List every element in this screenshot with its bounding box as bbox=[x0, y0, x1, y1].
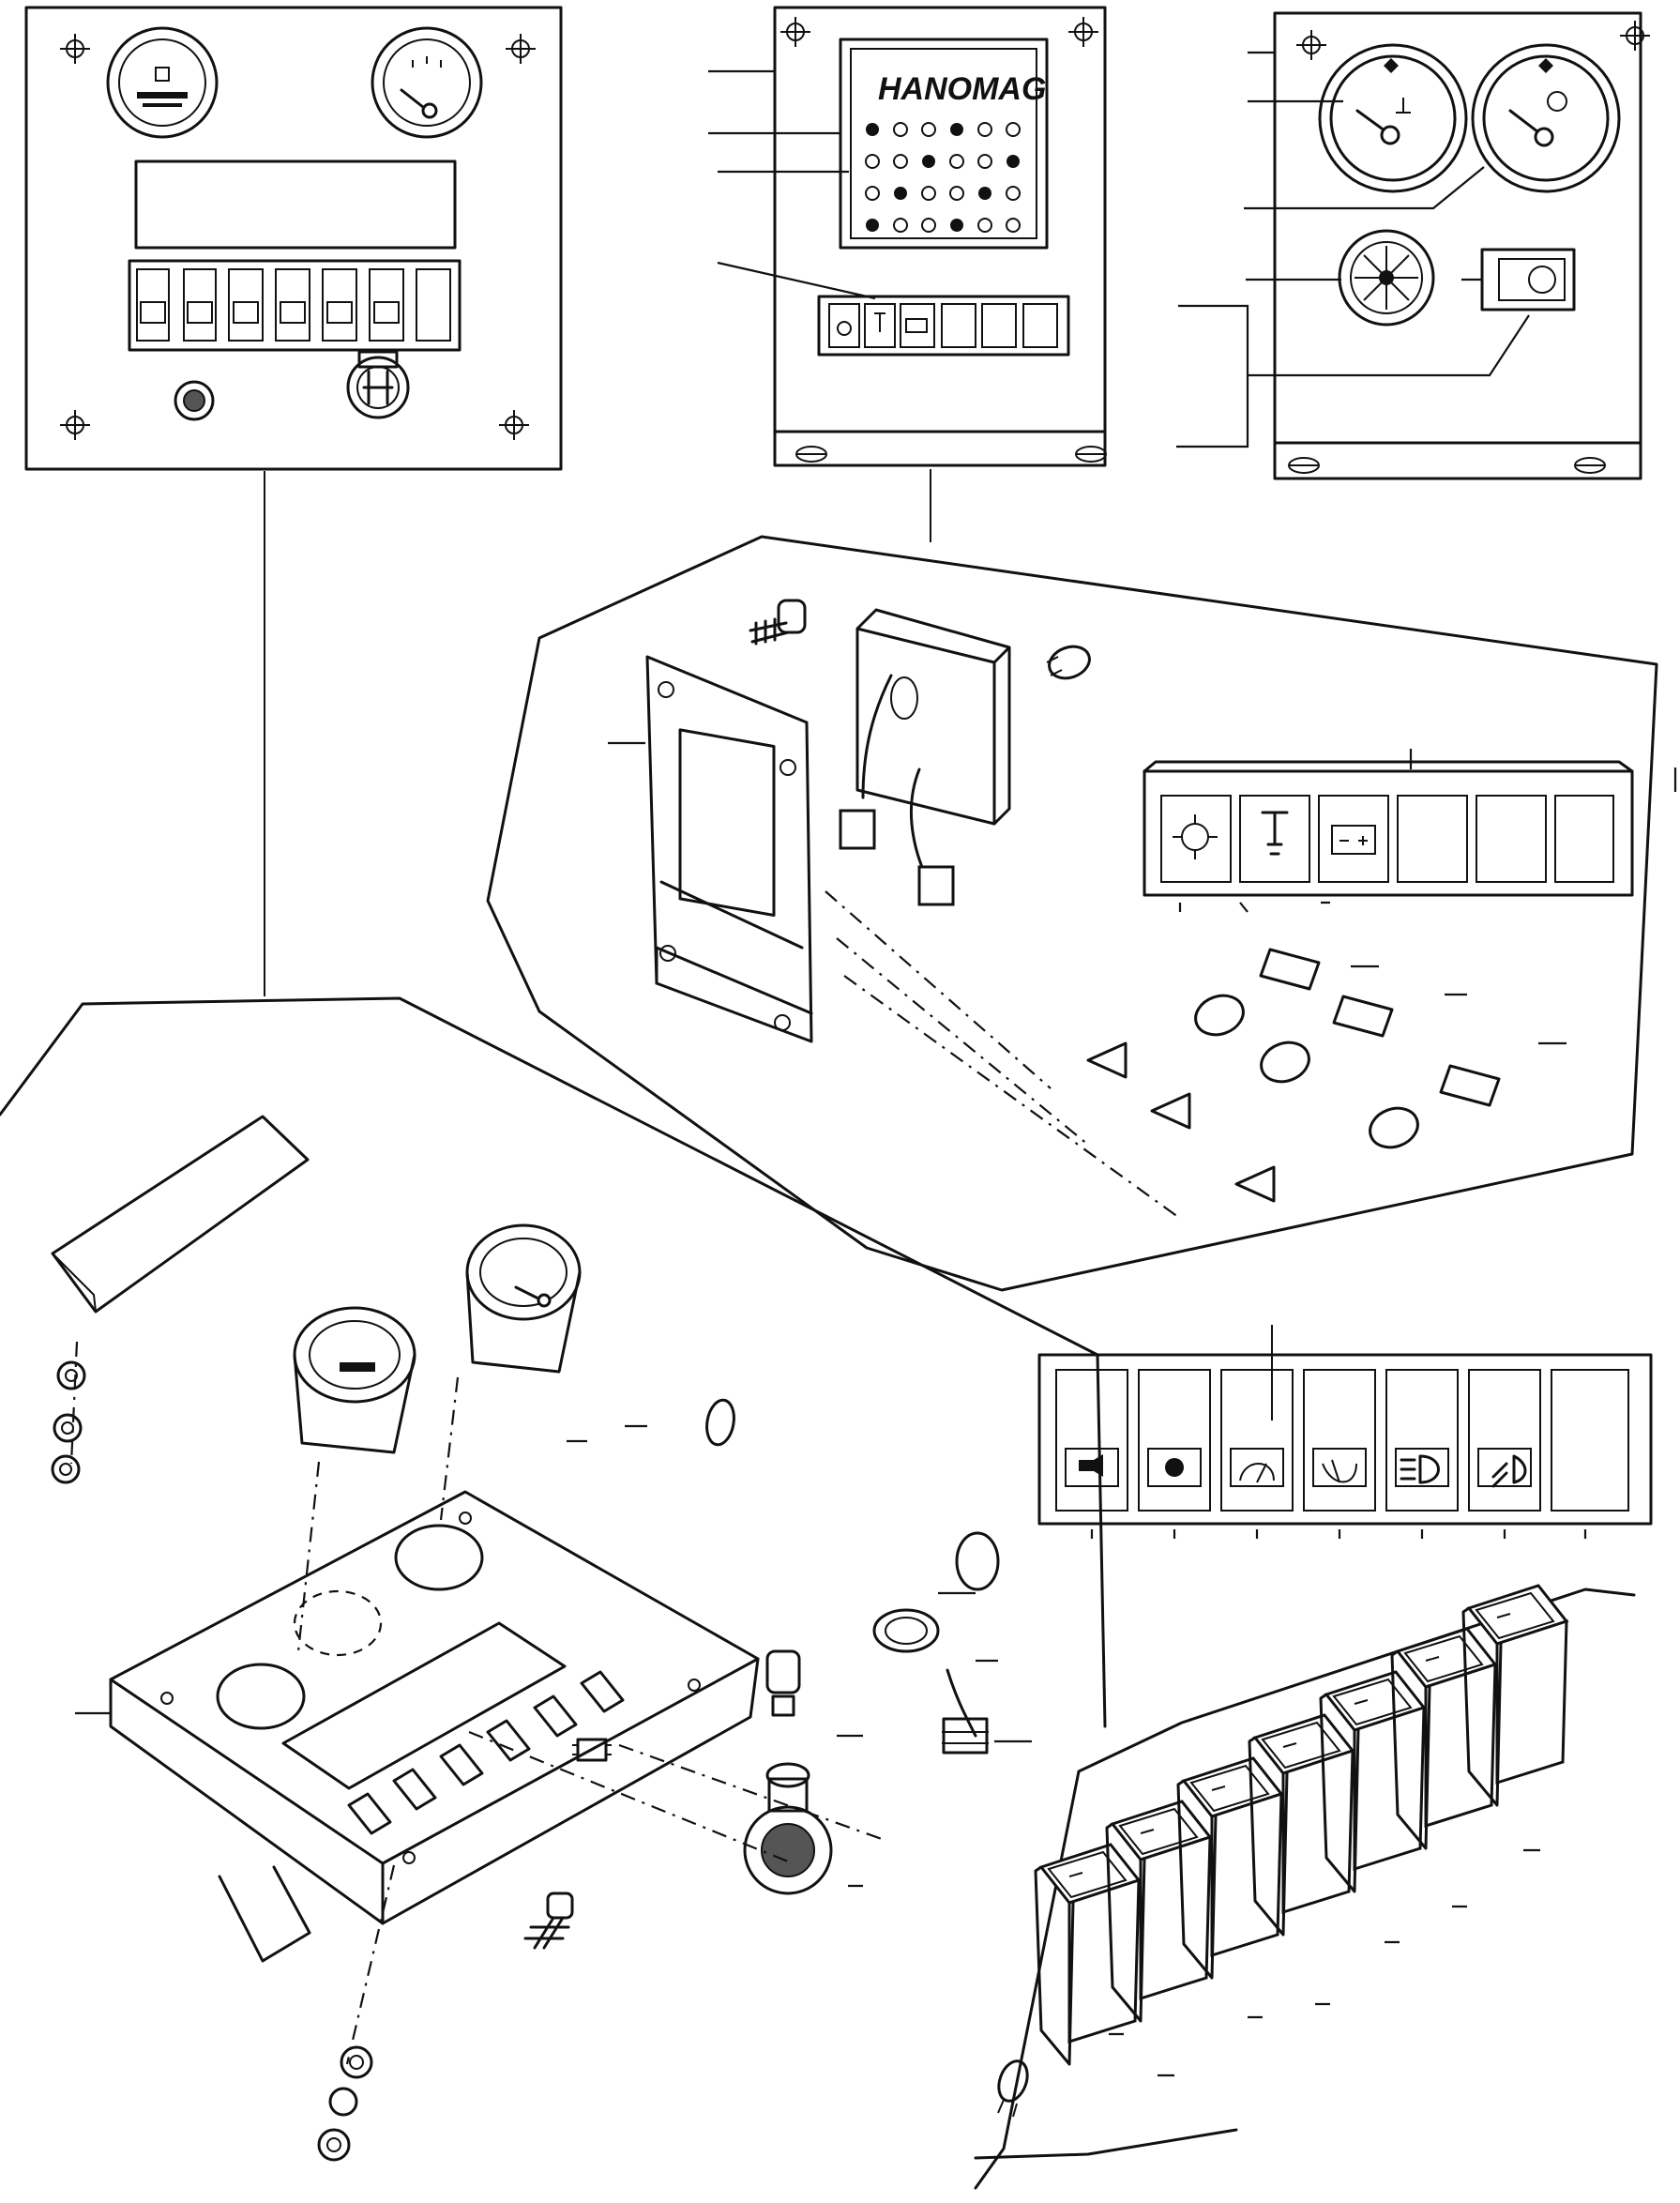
indicator-symbol-icon bbox=[894, 187, 907, 200]
screw-icon bbox=[750, 600, 805, 644]
indicator-symbol-icon bbox=[922, 155, 935, 168]
hour-meter-icon bbox=[295, 1308, 415, 1452]
glow-plug-icon bbox=[175, 382, 213, 419]
parking-light-icon bbox=[1482, 250, 1574, 310]
switch-row bbox=[819, 296, 1068, 355]
mount-hole-icon bbox=[60, 34, 536, 440]
indicator-symbol-icon bbox=[1006, 155, 1020, 168]
mount-hole-icon bbox=[1289, 21, 1650, 473]
temperature-gauge-icon bbox=[467, 1225, 580, 1372]
temperature-gauge-icon bbox=[1320, 45, 1466, 191]
indicator-symbol-icon bbox=[894, 123, 907, 136]
fuel-gauge-icon bbox=[372, 28, 481, 137]
horn-icon bbox=[1066, 1449, 1118, 1486]
rocker-switch-icon bbox=[1392, 1629, 1495, 1848]
headlight-icon bbox=[1396, 1449, 1448, 1486]
cigarette-lighter-icon bbox=[874, 1533, 998, 1753]
rocker-switch-icon bbox=[1249, 1715, 1353, 1935]
mounting-bracket bbox=[647, 657, 811, 1041]
mount-hole-icon bbox=[780, 17, 1106, 462]
indicator-symbol-icon bbox=[922, 219, 935, 232]
indicator-symbol-icon bbox=[950, 187, 963, 200]
rocker-switch-icon bbox=[1178, 1758, 1281, 1978]
label-strip bbox=[53, 1117, 308, 1312]
indicator-symbols bbox=[866, 123, 1020, 232]
console-exploded bbox=[0, 998, 1105, 2160]
hour-meter-icon bbox=[108, 28, 217, 137]
switch-housing bbox=[1144, 762, 1632, 895]
gauge-panel-front-view bbox=[1176, 13, 1650, 479]
ignition-switch-icon bbox=[745, 1764, 831, 1893]
ignition-switch-icon bbox=[348, 352, 408, 418]
relay-icon bbox=[572, 1740, 612, 1760]
work-light-icon bbox=[1478, 1449, 1531, 1486]
display-module bbox=[840, 610, 1009, 904]
rocker-switch-icon bbox=[1321, 1672, 1424, 1892]
glow-plug-icon bbox=[767, 1651, 799, 1715]
indicator-symbol-icon bbox=[950, 219, 963, 232]
rocker-switch-icon bbox=[1107, 1801, 1210, 2021]
rear-wiper-icon bbox=[1313, 1449, 1366, 1486]
rocker-switch-icon bbox=[1463, 1586, 1566, 1805]
warning-light-panel-front-view: HANOMAG bbox=[708, 8, 1106, 465]
indicator-symbol-icon bbox=[1006, 219, 1020, 232]
indicator-symbol-icon bbox=[978, 155, 991, 168]
nut-icon bbox=[319, 2047, 371, 2160]
indicator-symbol-icon bbox=[978, 187, 991, 200]
bulb-icon bbox=[1045, 641, 1094, 683]
indicator-symbol-icon bbox=[922, 123, 935, 136]
fuel-gauge-icon bbox=[1473, 45, 1619, 191]
rocker-switch-row bbox=[1039, 1355, 1651, 1539]
indicator-symbol-icon bbox=[866, 123, 879, 136]
switch-row bbox=[129, 261, 460, 350]
front-wiper-icon bbox=[1231, 1449, 1283, 1486]
rotating-beacon-icon bbox=[1148, 1449, 1201, 1486]
rocker-switch-exploded bbox=[976, 1586, 1634, 2188]
indicator-symbol-icon bbox=[950, 123, 963, 136]
bulb-icon bbox=[704, 1398, 737, 1447]
indicator-symbol-icon bbox=[866, 219, 879, 232]
indicator-symbol-icon bbox=[950, 155, 963, 168]
indicator-symbol-icon bbox=[1006, 123, 1020, 136]
brand-label: HANOMAG bbox=[878, 71, 1046, 107]
indicator-symbol-icon bbox=[922, 187, 935, 200]
bulb-icon bbox=[993, 2058, 1032, 2117]
rocker-switch-icon bbox=[1036, 1845, 1139, 2064]
indicator-symbol-icon bbox=[1006, 187, 1020, 200]
console-housing bbox=[111, 1492, 758, 1961]
bulb-icon bbox=[1088, 989, 1423, 1201]
indicator-symbol-icon bbox=[866, 155, 879, 168]
indicator-symbol-icon bbox=[866, 187, 879, 200]
warning-light-unit-exploded bbox=[488, 537, 1675, 1290]
lens-cover bbox=[1261, 950, 1499, 1105]
indicator-symbol-icon bbox=[978, 219, 991, 232]
hour-meter-icon bbox=[1339, 231, 1433, 325]
warning-light-window bbox=[136, 161, 455, 248]
instrument-panel-front-view bbox=[26, 8, 561, 469]
nut-icon bbox=[53, 1362, 84, 1482]
indicator-symbol-icon bbox=[978, 123, 991, 136]
indicator-symbol-icon bbox=[894, 155, 907, 168]
indicator-symbol-icon bbox=[894, 219, 907, 232]
screw-icon bbox=[525, 1893, 572, 1948]
